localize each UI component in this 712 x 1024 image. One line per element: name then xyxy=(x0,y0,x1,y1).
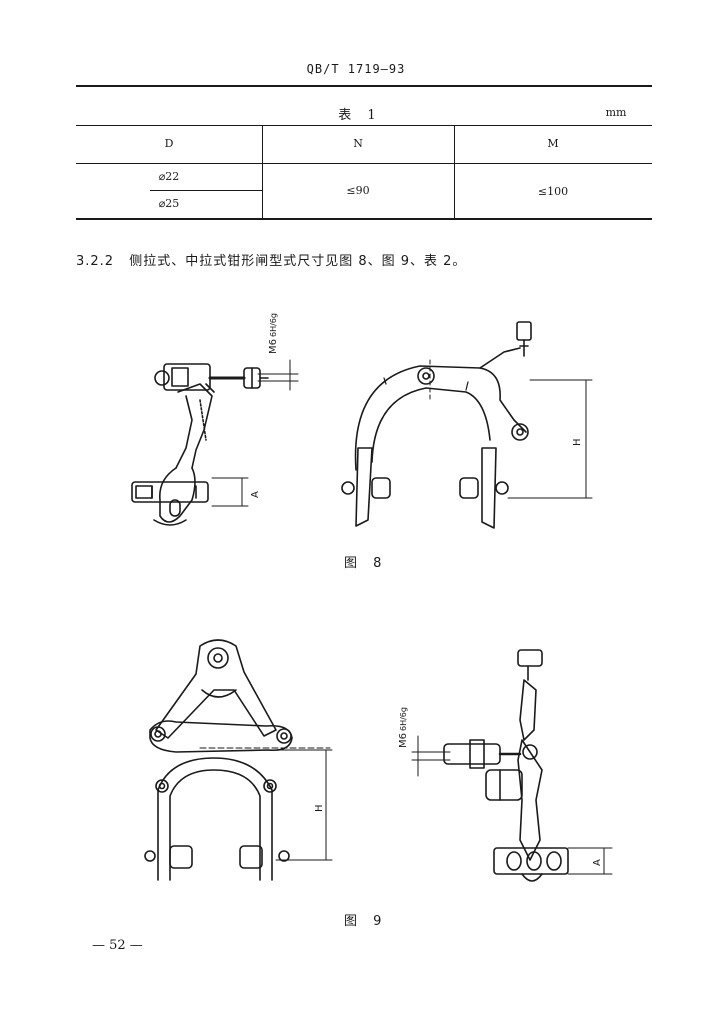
table-header-top-rule xyxy=(76,125,652,126)
section-text: 侧拉式、中拉式钳形闸型式尺寸见图 8、图 9、表 2。 xyxy=(129,254,467,269)
cell-d-divider xyxy=(150,190,262,191)
fig8-dim-a: A xyxy=(250,491,261,498)
table-vline-1 xyxy=(262,126,263,218)
fig9-dim-a: A xyxy=(592,859,603,866)
col-header-n: N xyxy=(353,137,363,150)
cell-d-25: ⌀25 xyxy=(158,197,180,210)
page-number: — 52 — xyxy=(92,938,143,953)
col-header-d: D xyxy=(164,137,174,150)
fig8-front-view xyxy=(341,321,593,529)
table-vline-2 xyxy=(454,126,455,218)
table-unit: mm xyxy=(605,106,627,119)
figure-9-caption: 图 9 xyxy=(344,914,388,929)
cell-d-22: ⌀22 xyxy=(158,170,180,183)
section-paragraph: 3.2.2 侧拉式、中拉式钳形闸型式尺寸见图 8、图 9、表 2。 xyxy=(76,250,466,269)
table-bottom-rule xyxy=(76,218,652,220)
col-header-m: M xyxy=(547,137,559,150)
section-number: 3.2.2 xyxy=(76,254,115,269)
table-title: 表 1 xyxy=(338,108,382,123)
fig9-front-view xyxy=(144,639,333,881)
figure-8-caption: 图 8 xyxy=(344,556,388,571)
fig9-side-view xyxy=(411,649,613,882)
doc-code-header: QB/T 1719—93 xyxy=(306,62,406,76)
fig9-thread-label: M66H/6g xyxy=(398,707,409,748)
cell-n-value: ≤90 xyxy=(346,184,370,197)
table-top-rule xyxy=(76,85,652,87)
table-header-bottom-rule xyxy=(76,163,652,164)
cell-m-value: ≤100 xyxy=(537,185,569,198)
fig8-thread-label: M66H/6g xyxy=(268,313,279,354)
fig9-dim-h: H xyxy=(314,804,325,812)
fig8-side-view xyxy=(131,359,299,526)
fig8-dim-h: H xyxy=(572,438,583,446)
